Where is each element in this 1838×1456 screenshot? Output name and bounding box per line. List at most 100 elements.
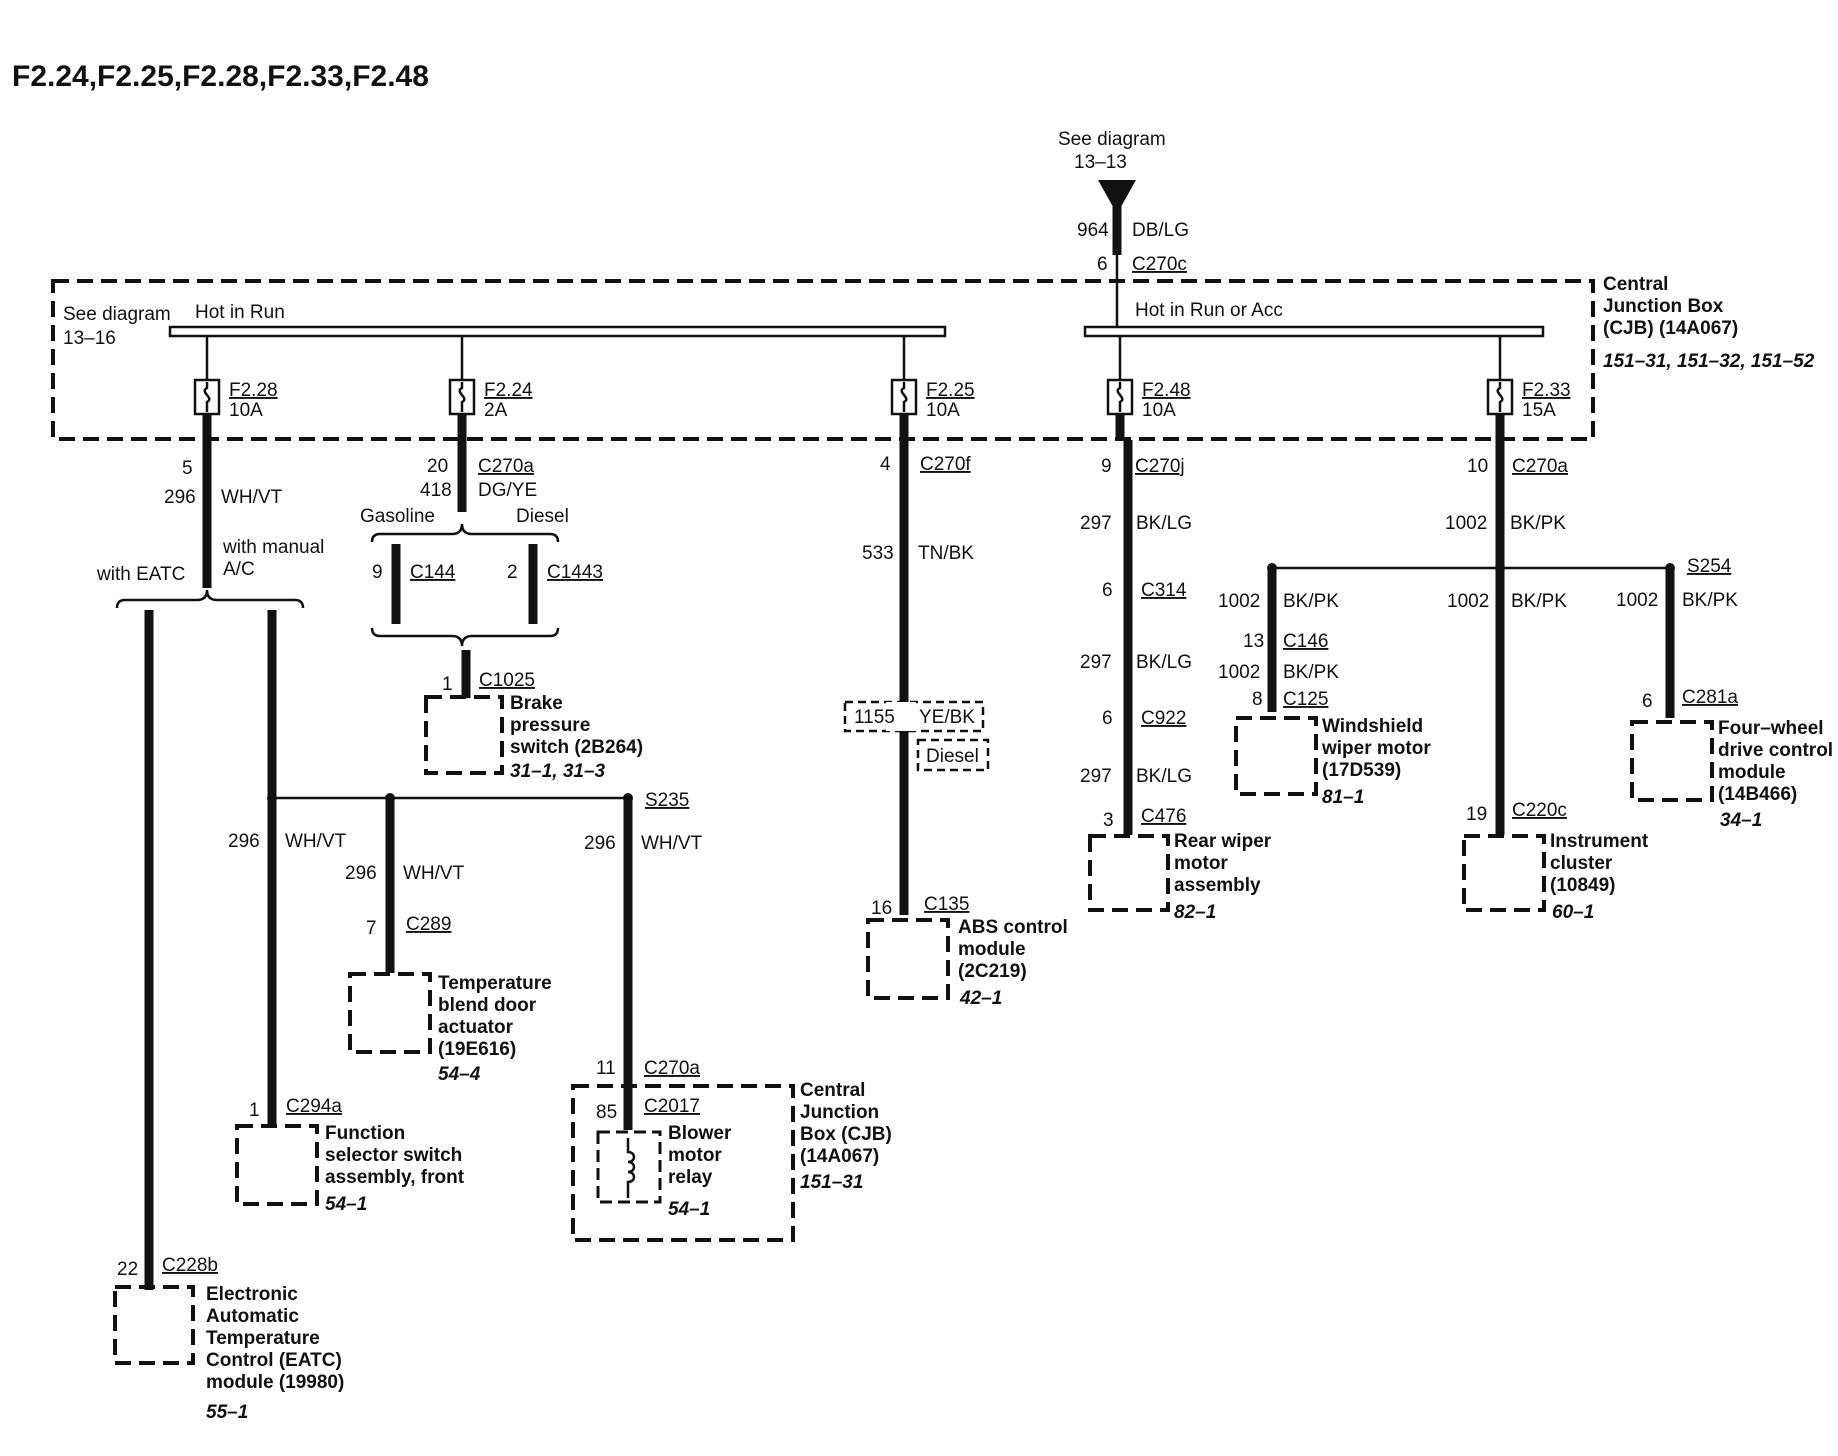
relay-coil-icon: [626, 1138, 636, 1198]
brake-ref: 31–1, 31–3: [510, 761, 606, 782]
cjb-name3: (CJB) (14A067): [1603, 318, 1738, 339]
s235-label: S235: [645, 790, 689, 811]
rear-wiper-line0: Rear wiper: [1174, 831, 1272, 852]
f225-pin: 4: [880, 454, 891, 475]
temp-blend-line2: actuator: [438, 1017, 514, 1038]
blower-cjb-conn: C270a: [644, 1058, 700, 1079]
windshield-ref: 81–1: [1322, 787, 1364, 808]
f233-pin: 10: [1467, 456, 1488, 477]
f224-diesel: Diesel: [516, 506, 569, 527]
c1025-pin: 1: [442, 674, 453, 695]
c144-pin: 9: [372, 562, 383, 583]
s235-color3: WH/VT: [641, 833, 703, 854]
fuse-f248-amp: 10A: [1142, 400, 1176, 421]
fourwd-line3: (14B466): [1718, 784, 1797, 805]
feed-connector: C270c: [1132, 254, 1187, 275]
f228-color: WH/VT: [221, 487, 283, 508]
windshield-line1: wiper motor: [1321, 738, 1431, 759]
blower-box-line3: (14A067): [800, 1146, 879, 1167]
c476-pin: 3: [1103, 810, 1114, 831]
f224-pin: 20: [427, 456, 448, 477]
temp-blend-ref: 54–4: [438, 1064, 481, 1085]
c125-pin: 8: [1252, 689, 1263, 710]
f224-connector: C270a: [478, 456, 534, 477]
fuse-f224-amp: 2A: [484, 400, 508, 421]
bus-left-label: Hot in Run: [195, 302, 285, 323]
brake-line2: switch (2B264): [510, 737, 643, 758]
f224-color: DG/YE: [478, 480, 537, 501]
c125-label: C125: [1283, 689, 1328, 710]
brake-line1: pressure: [510, 715, 590, 736]
c922-label: C922: [1141, 708, 1186, 729]
component-rear-wiper-motor: Rear wiper motor assembly 82–1: [1088, 831, 1272, 923]
bus-hot-in-run: [168, 325, 947, 338]
s254-l-circuit2: 1002: [1218, 662, 1260, 683]
fuse-f228-amp: 10A: [229, 400, 263, 421]
f248-color: BK/LG: [1136, 513, 1192, 534]
abs-ref: 42–1: [959, 988, 1002, 1009]
f225-alt-note-box: [916, 738, 990, 772]
blower-relay-ref: 54–1: [668, 1199, 710, 1220]
f248-circuit3: 297: [1080, 766, 1112, 787]
f233-circuit: 1002: [1445, 513, 1487, 534]
fourwd-line2: module: [1718, 762, 1786, 783]
f248-color3: BK/LG: [1136, 766, 1192, 787]
f233-connector: C270a: [1512, 456, 1568, 477]
f233-color: BK/PK: [1510, 513, 1566, 534]
circuit-f225: 4 C270f 533 TN/BK 1155 YE/BK Diesel 16 C…: [843, 440, 990, 919]
blower-box-line1: Junction: [800, 1102, 879, 1123]
fuse-f224: F2.24 2A: [448, 336, 533, 440]
feed-color: DB/LG: [1132, 220, 1189, 241]
abs-line2: (2C219): [958, 961, 1027, 982]
blower-relay-box: [596, 1130, 662, 1204]
windshield-line0: Windshield: [1322, 716, 1423, 737]
s254-label: S254: [1687, 556, 1732, 577]
f224-circuit: 418: [420, 480, 452, 501]
f228-manual: with manual: [222, 537, 324, 558]
circuit-f233: 10 C270a 1002 BK/PK S254 1002 BK/PK 13 C…: [1218, 440, 1738, 835]
c146-label: C146: [1283, 631, 1328, 652]
circuit-f224: 20 C270a 418 DG/YE Gasoline Diesel 9 C14…: [360, 440, 603, 698]
fourwd-line0: Four–wheel: [1718, 718, 1824, 739]
s235-color2: WH/VT: [403, 863, 465, 884]
s235-circuit2: 296: [345, 863, 377, 884]
blower-box-line0: Central: [800, 1080, 865, 1101]
c1443-label: C1443: [547, 562, 603, 583]
blower-relay-conn: C2017: [644, 1096, 700, 1117]
function-sel-line2: assembly, front: [325, 1167, 465, 1188]
feed-arrow-icon: [1098, 180, 1136, 214]
c289-label: C289: [406, 914, 451, 935]
temp-blend-line1: blend door: [438, 995, 537, 1016]
blower-relay-line2: relay: [668, 1167, 713, 1188]
c146-pin: 13: [1243, 631, 1264, 652]
component-blower-motor-relay-cjb: 11 C270a 85 C2017 Blower motor relay 54–…: [571, 1058, 892, 1242]
eatc-line2: Temperature: [206, 1328, 320, 1349]
blower-cjb-pin: 11: [596, 1058, 616, 1079]
s254-m-color: BK/PK: [1511, 591, 1567, 612]
component-instrument-cluster: Instrument cluster (10849) 60–1: [1462, 831, 1649, 923]
c281a-label: C281a: [1682, 687, 1738, 708]
c922-pin: 6: [1102, 708, 1113, 729]
cluster-line0: Instrument: [1550, 831, 1649, 852]
fuse-f233-amp: 15A: [1522, 400, 1556, 421]
s254-r-color: BK/PK: [1682, 590, 1738, 611]
component-windshield-wiper-motor: Windshield wiper motor (17D539) 81–1: [1234, 716, 1431, 808]
cluster-line1: cluster: [1550, 853, 1613, 874]
blower-relay-line1: motor: [668, 1145, 722, 1166]
fuse-f224-id: F2.24: [484, 380, 533, 401]
feed-pin: 6: [1097, 254, 1108, 275]
c294a-pin: 1: [249, 1100, 260, 1121]
abs-line1: module: [958, 939, 1026, 960]
blower-box-ref: 151–31: [800, 1172, 863, 1193]
cjb-refs: 151–31, 151–32, 151–52: [1603, 351, 1815, 372]
f225-connector: C270f: [920, 454, 971, 475]
eatc-line1: Automatic: [206, 1306, 299, 1327]
s254-m-circuit: 1002: [1447, 591, 1489, 612]
s254-l-circuit: 1002: [1218, 591, 1260, 612]
function-sel-ref: 54–1: [325, 1194, 367, 1215]
s254-l-color: BK/PK: [1283, 591, 1339, 612]
circuit-f228: 5 296 WH/VT with manual A/C with EATC S2…: [96, 440, 703, 1290]
f228-eatc: with EATC: [96, 564, 185, 585]
fuse-f233: F2.33 15A: [1486, 336, 1571, 440]
